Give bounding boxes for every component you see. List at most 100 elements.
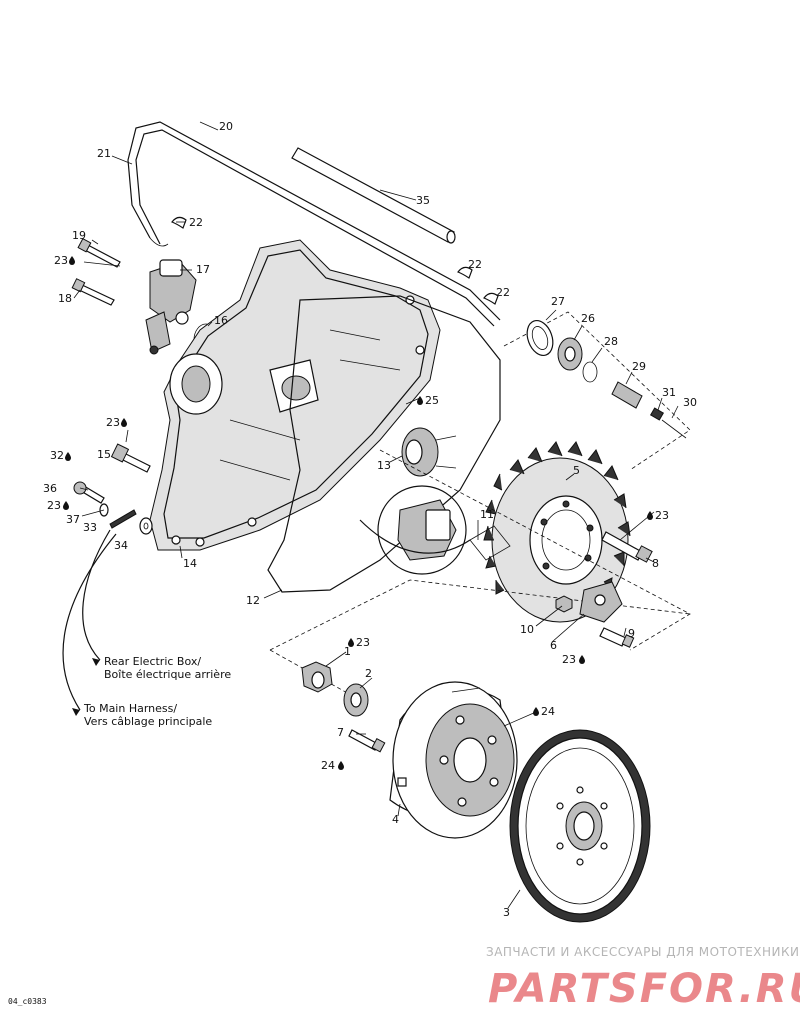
bracket-6 bbox=[579, 581, 623, 623]
drop-icon bbox=[121, 418, 127, 427]
callout-6: 6 bbox=[550, 639, 557, 652]
note-rear-box-en: Rear Electric Box/ bbox=[104, 655, 201, 668]
washer-2 bbox=[343, 683, 369, 717]
figure-id: 04_c0383 bbox=[8, 997, 47, 1006]
callout-21: 21 bbox=[97, 147, 111, 160]
drop-icons bbox=[63, 256, 653, 770]
drop-icon bbox=[63, 501, 69, 510]
callout-25: 25 bbox=[425, 394, 439, 407]
drop-icon bbox=[417, 396, 423, 405]
harness-11 bbox=[359, 519, 511, 561]
screw-36 bbox=[73, 481, 105, 504]
callout-22: 22 bbox=[468, 258, 482, 271]
watermark-tagline: ЗАПЧАСТИ И АКСЕССУАРЫ ДЛЯ МОТОТЕХНИКИ bbox=[486, 945, 800, 959]
nut-10 bbox=[555, 595, 573, 613]
drop-icon bbox=[69, 256, 75, 265]
flywheel-4 bbox=[389, 681, 518, 839]
drop-icon bbox=[647, 511, 653, 520]
callout-23: 23 bbox=[54, 254, 68, 267]
clamp-22-a bbox=[171, 216, 187, 229]
leader-lines bbox=[73, 121, 679, 909]
clamp-22-b bbox=[457, 266, 473, 279]
drop-icon bbox=[533, 707, 539, 716]
callout-1: 1 bbox=[344, 645, 351, 658]
stator-5 bbox=[483, 441, 631, 623]
callout-37: 37 bbox=[66, 513, 80, 526]
callout-22: 22 bbox=[189, 216, 203, 229]
callout-22: 22 bbox=[496, 286, 510, 299]
callout-34: 34 bbox=[114, 539, 128, 552]
drop-icon bbox=[65, 452, 71, 461]
callout-24: 24 bbox=[541, 705, 555, 718]
callout-5: 5 bbox=[573, 464, 580, 477]
tube-35 bbox=[291, 147, 456, 244]
valve-assembly-17 bbox=[145, 259, 197, 355]
callout-32: 32 bbox=[50, 449, 64, 462]
screw-9 bbox=[599, 627, 635, 648]
bolt-19 bbox=[77, 238, 121, 268]
callouts: 20 21 22 22 22 35 19 23 17 18 16 27 26 2… bbox=[43, 120, 697, 919]
callout-23: 23 bbox=[47, 499, 61, 512]
callout-14: 14 bbox=[183, 557, 197, 570]
callout-18: 18 bbox=[58, 292, 72, 305]
callout-28: 28 bbox=[604, 335, 618, 348]
callout-3: 3 bbox=[503, 906, 510, 919]
gasket-12 bbox=[267, 295, 501, 593]
ring-28 bbox=[582, 361, 598, 383]
callout-29: 29 bbox=[632, 360, 646, 373]
callout-8: 8 bbox=[652, 557, 659, 570]
callout-33: 33 bbox=[83, 521, 97, 534]
spacer-33 bbox=[109, 509, 137, 529]
callout-4: 4 bbox=[392, 813, 399, 826]
housing-cover-14 bbox=[149, 239, 441, 551]
screw-8 bbox=[601, 531, 653, 563]
callout-11: 11 bbox=[480, 508, 494, 521]
bolt-15 bbox=[110, 443, 151, 473]
callout-31: 31 bbox=[662, 386, 676, 399]
sensor-29 bbox=[611, 381, 643, 409]
drop-icon bbox=[348, 638, 354, 647]
bearing-26 bbox=[557, 337, 583, 371]
bolt-18 bbox=[71, 278, 115, 306]
hose-20-21 bbox=[127, 121, 501, 327]
nut-1 bbox=[301, 661, 333, 693]
callout-16: 16 bbox=[214, 314, 228, 327]
note-rear-box-fr: Boîte électrique arrière bbox=[104, 668, 231, 681]
callout-15: 15 bbox=[97, 448, 111, 461]
callout-20: 20 bbox=[219, 120, 233, 133]
wire-30 bbox=[661, 419, 687, 439]
note-main-harness-fr: Vers câblage principale bbox=[84, 715, 212, 728]
callout-36: 36 bbox=[43, 482, 57, 495]
zoom-circle bbox=[377, 485, 467, 575]
washer-34 bbox=[139, 517, 153, 535]
trigger-13 bbox=[401, 427, 457, 477]
callout-2: 2 bbox=[365, 667, 372, 680]
callout-13: 13 bbox=[377, 459, 391, 472]
callout-7: 7 bbox=[337, 726, 344, 739]
watermark: ЗАПЧАСТИ И АКСЕССУАРЫ ДЛЯ МОТОТЕХНИКИ PA… bbox=[486, 945, 800, 1012]
callout-23: 23 bbox=[106, 416, 120, 429]
callout-23: 23 bbox=[562, 653, 576, 666]
routing-lines bbox=[62, 529, 117, 716]
callout-30: 30 bbox=[683, 396, 697, 409]
routing-notes: Rear Electric Box/ Boîte électrique arri… bbox=[83, 655, 231, 728]
seal-27 bbox=[526, 319, 554, 357]
callout-17: 17 bbox=[196, 263, 210, 276]
callout-35: 35 bbox=[416, 194, 430, 207]
callout-26: 26 bbox=[581, 312, 595, 325]
clamp-22-c bbox=[483, 292, 499, 305]
note-main-harness-en: To Main Harness/ bbox=[83, 702, 177, 715]
callout-12: 12 bbox=[246, 594, 260, 607]
screw-7 bbox=[348, 729, 386, 753]
callout-23: 23 bbox=[655, 509, 669, 522]
callout-9: 9 bbox=[628, 627, 635, 640]
drop-icon bbox=[338, 761, 344, 770]
watermark-logo: PARTSFOR.RU bbox=[488, 966, 800, 1012]
callout-19: 19 bbox=[72, 229, 86, 242]
ring-gear-3 bbox=[509, 729, 651, 923]
drop-icon bbox=[579, 655, 585, 664]
callout-27: 27 bbox=[551, 295, 565, 308]
callout-24: 24 bbox=[321, 759, 335, 772]
callout-10: 10 bbox=[520, 623, 534, 636]
